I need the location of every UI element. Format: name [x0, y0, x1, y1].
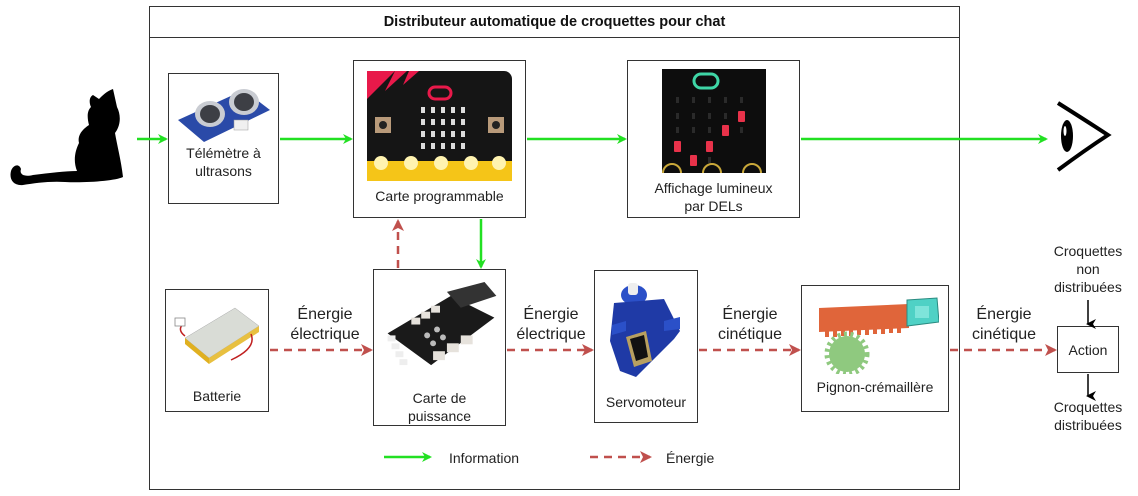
- action-label: Action: [1068, 341, 1108, 358]
- block-label: Carte programmable: [375, 188, 504, 204]
- power-board-icon: [387, 282, 496, 366]
- action-box[interactable]: Action: [1057, 326, 1119, 373]
- cat-silhouette-icon: [10, 89, 123, 186]
- diagram-title: Distributeur automatique de croquettes p…: [149, 6, 960, 38]
- block-batterie[interactable]: Batterie: [165, 289, 269, 412]
- block-label: Pignon-crémaillère: [816, 379, 934, 395]
- eye-icon: [1056, 101, 1112, 172]
- led-matrix-icon: [661, 69, 766, 173]
- battery-icon: [174, 307, 260, 364]
- servo-motor-icon: [610, 283, 680, 377]
- block-label: Servomoteur: [605, 394, 687, 410]
- block-carte-programmable[interactable]: Carte programmable: [353, 60, 526, 218]
- block-pignon[interactable]: Pignon-crémaillère: [801, 285, 949, 412]
- microbit-board-icon: [367, 71, 512, 181]
- rack-pinion-icon: [819, 297, 939, 374]
- block-label: Batterie: [192, 388, 242, 404]
- legend-energie-label: Énergie: [666, 450, 715, 466]
- legend-information-label: Information: [449, 450, 520, 466]
- system-boundary: [149, 6, 960, 490]
- block-servomoteur[interactable]: Servomoteur: [594, 270, 698, 423]
- ultrasonic-sensor-icon: [177, 89, 270, 142]
